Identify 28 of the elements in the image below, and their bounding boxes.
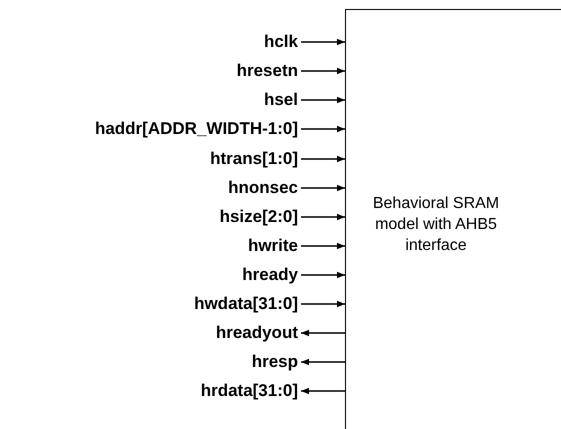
block-label: Behavioral SRAM model with AHB5 interface [372,194,500,256]
signal-name: hsel [264,90,298,110]
module-block [345,9,561,429]
arrow [301,272,345,278]
arrow [301,214,345,220]
arrow [301,358,345,366]
arrow [301,184,345,192]
arrow [301,330,345,336]
signal-name: hresetn [236,61,298,81]
arrow [301,96,345,104]
signal-name: hnonsec [228,178,298,198]
signal-name: hclk [264,32,298,52]
arrow [301,68,345,74]
arrow [301,242,345,250]
signal-name: hready [242,265,298,285]
arrow [301,156,345,162]
arrow [301,126,345,132]
arrow [301,388,345,394]
signal-name: hwdata[31:0] [194,294,298,314]
signal-name: haddr[ADDR_WIDTH-1:0] [94,119,298,139]
signal-name: hrdata[31:0] [200,381,298,401]
signal-name: hwrite [248,236,298,256]
arrow [301,38,345,46]
signal-name: hsize[2:0] [220,207,298,227]
signal-name: hreadyout [216,323,298,343]
arrow [301,300,345,308]
signal-name: htrans[1:0] [210,149,298,169]
signal-name: hresp [252,352,298,372]
